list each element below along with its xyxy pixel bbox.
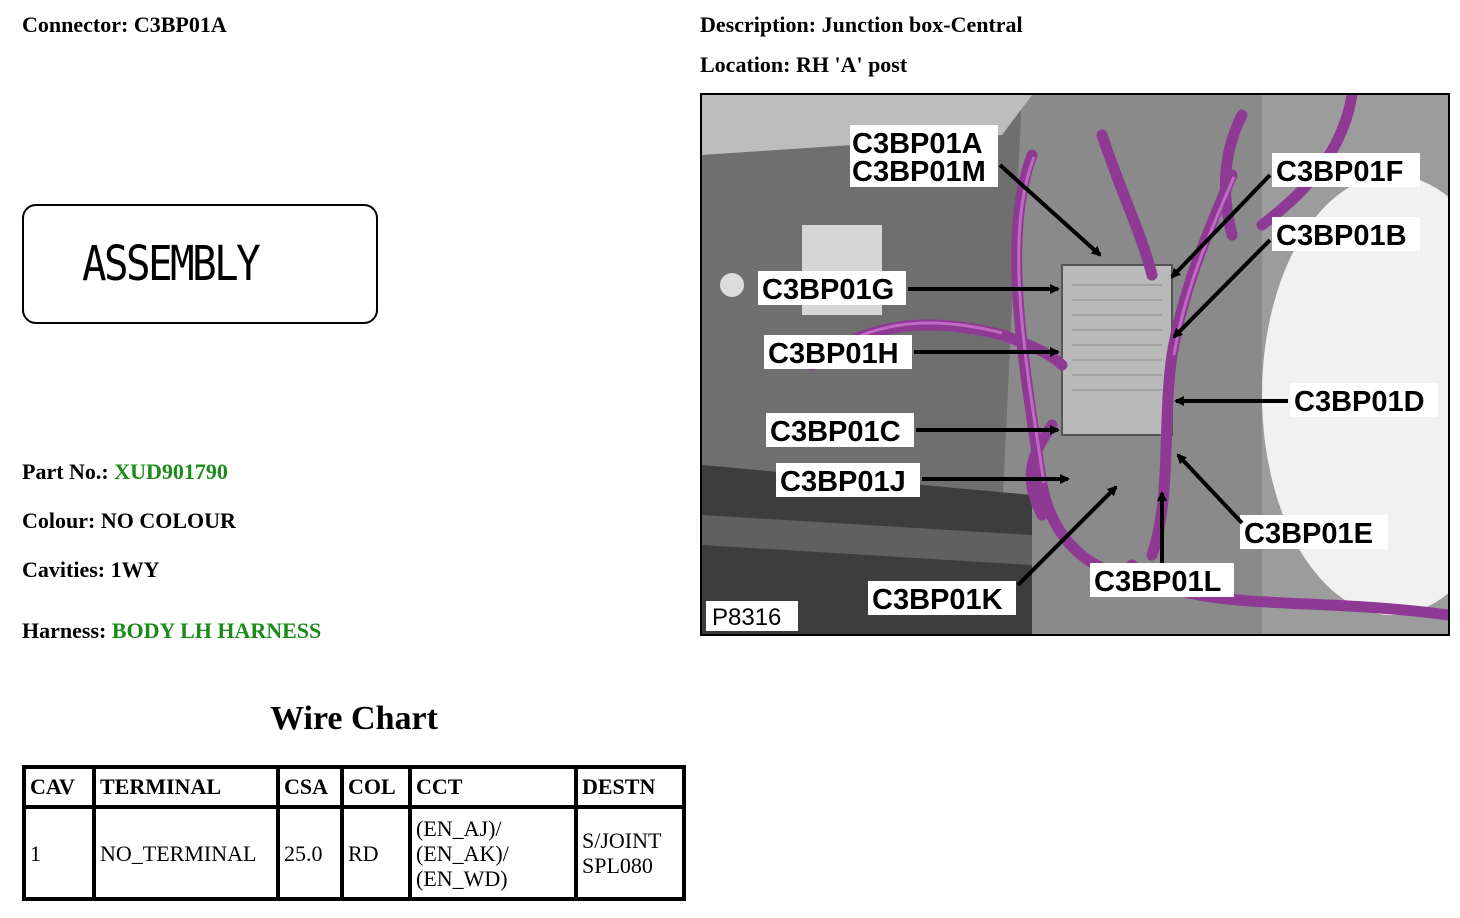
header-col: COL <box>340 765 412 809</box>
callout-c3bp01j: C3BP01J <box>780 466 906 498</box>
callout-c3bp01c: C3BP01C <box>770 416 901 448</box>
location-photo: C3BP01A C3BP01M C3BP01F C3BP01B C3BP01G … <box>700 93 1450 636</box>
wire-chart-title: Wire Chart <box>270 700 438 737</box>
part-number-line: Part No.: XUD901790 <box>22 459 228 485</box>
location-label: Location: <box>700 52 791 77</box>
part-number-link[interactable]: XUD901790 <box>114 459 228 484</box>
harness-link[interactable]: BODY LH HARNESS <box>111 618 322 643</box>
description-label: Description: <box>700 12 817 37</box>
destn-line: SPL080 <box>582 853 653 878</box>
colour-value: NO COLOUR <box>100 508 236 533</box>
callout-c3bp01h: C3BP01H <box>768 338 899 370</box>
assembly-text: ASSEMBLY <box>82 236 261 292</box>
cell-destn: S/JOINT SPL080 <box>574 805 686 901</box>
callout-c3bp01g: C3BP01G <box>762 274 894 306</box>
connector-line: Connector: C3BP01A <box>22 12 227 38</box>
location-value: RH 'A' post <box>795 52 908 77</box>
callout-c3bp01f: C3BP01F <box>1276 156 1403 188</box>
header-terminal: TERMINAL <box>92 765 280 809</box>
callout-c3bp01a: C3BP01A <box>852 128 983 160</box>
description-value: Junction box-Central <box>821 12 1023 37</box>
cct-line: (EN_WD) <box>416 865 508 891</box>
wire-chart-table: CAV TERMINAL CSA COL CCT DESTN 1 NO_TERM… <box>22 765 686 901</box>
header-destn: DESTN <box>574 765 686 809</box>
cell-col: RD <box>340 805 412 901</box>
callout-arrows <box>908 163 1288 587</box>
callout-c3bp01b: C3BP01B <box>1276 220 1407 252</box>
cell-cav: 1 <box>22 805 96 901</box>
callout-c3bp01l: C3BP01L <box>1094 566 1221 598</box>
connector-value: C3BP01A <box>133 12 227 37</box>
assembly-box: ASSEMBLY <box>22 204 378 324</box>
part-number-label: Part No.: <box>22 459 109 484</box>
colour-label: Colour: <box>22 508 96 533</box>
location-photo-svg: C3BP01A C3BP01M C3BP01F C3BP01B C3BP01G … <box>702 95 1448 634</box>
description-line: Description: Junction box-Central <box>700 12 1023 38</box>
cavities-line: Cavities: 1WY <box>22 557 159 583</box>
cavities-value: 1WY <box>110 557 160 582</box>
cell-csa: 25.0 <box>276 805 344 901</box>
figure-id: P8316 <box>712 604 781 631</box>
callout-c3bp01k: C3BP01K <box>872 584 1003 616</box>
header-cct: CCT <box>408 765 578 809</box>
location-line: Location: RH 'A' post <box>700 52 907 78</box>
cell-cct: (EN_AJ)/ (EN_AK)/ (EN_WD) <box>408 805 578 901</box>
destn-line: S/JOINT <box>582 828 662 853</box>
cct-line: (EN_AJ)/ <box>416 815 502 841</box>
table-row: 1 NO_TERMINAL 25.0 RD (EN_AJ)/ (EN_AK)/ … <box>22 805 686 901</box>
callout-c3bp01m: C3BP01M <box>852 156 986 188</box>
colour-line: Colour: NO COLOUR <box>22 508 236 534</box>
cell-terminal: NO_TERMINAL <box>92 805 280 901</box>
wire-chart-header-row: CAV TERMINAL CSA COL CCT DESTN <box>22 765 686 809</box>
harness-line: Harness: BODY LH HARNESS <box>22 618 321 644</box>
connector-label: Connector: <box>22 12 129 37</box>
header-csa: CSA <box>276 765 344 809</box>
cavities-label: Cavities: <box>22 557 106 582</box>
callout-labels: C3BP01A C3BP01M C3BP01F C3BP01B C3BP01G … <box>758 125 1438 616</box>
callout-c3bp01e: C3BP01E <box>1244 518 1373 550</box>
cct-line: (EN_AK)/ <box>416 840 509 866</box>
header-cav: CAV <box>22 765 96 809</box>
callout-c3bp01d: C3BP01D <box>1294 386 1425 418</box>
harness-label: Harness: <box>22 618 107 643</box>
